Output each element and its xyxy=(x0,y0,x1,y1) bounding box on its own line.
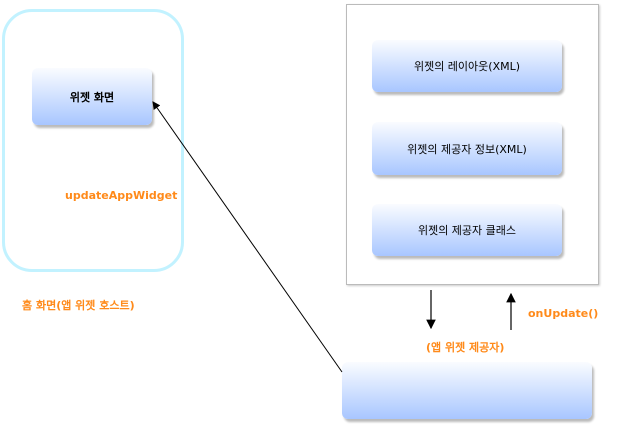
provider-class-label: 위젯의 제공자 클래스 xyxy=(417,224,517,237)
home-screen-label: 홈 화면(앱 위젯 호스트) xyxy=(22,299,135,312)
widget-layout-label: 위젯의 레이아웃(XML) xyxy=(413,60,521,73)
widget-layout-box: 위젯의 레이아웃(XML) xyxy=(372,40,562,92)
app-widget-provider-label: (앱 위젯 제공자) xyxy=(426,341,505,354)
update-app-widget-label: updateAppWidget xyxy=(65,189,178,202)
provider-components-panel xyxy=(346,4,599,285)
update-arrow xyxy=(152,101,343,373)
app-widget-provider-box xyxy=(342,362,592,419)
widget-screen-box: 위젯 화면 xyxy=(32,68,152,125)
provider-info-box: 위젯의 제공자 정보(XML) xyxy=(372,122,562,175)
provider-info-label: 위젯의 제공자 정보(XML) xyxy=(407,142,527,156)
provider-class-box: 위젯의 제공자 클래스 xyxy=(372,204,562,256)
on-update-label: onUpdate() xyxy=(528,307,599,320)
home-screen-host-container xyxy=(2,9,184,272)
widget-screen-label: 위젯 화면 xyxy=(69,90,115,104)
